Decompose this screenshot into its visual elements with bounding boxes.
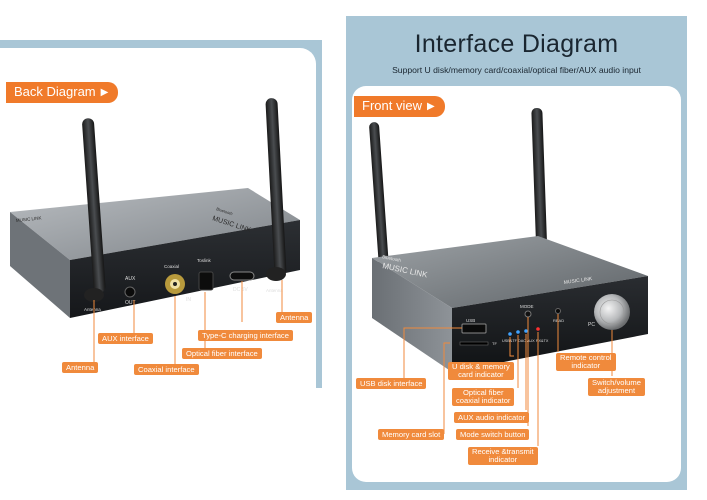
aux-label: AUX [125, 276, 136, 282]
tf-slot [459, 341, 489, 346]
toslink-label: Toslink [197, 258, 212, 263]
callout-coaxial: Coaxial interface [134, 364, 199, 375]
toslink-port [198, 271, 214, 291]
page-title: Interface Diagram [414, 30, 619, 58]
callout-antenna-left: Antenna [62, 362, 99, 373]
play-arrow-icon: ▶ [100, 87, 109, 98]
callout-rxtx-indicator: Receive &transmit indicator [468, 447, 538, 465]
callout-optical-line2: coaxial indicator [456, 396, 511, 405]
callout-udisk-indicator: U disk & memory card indicator [448, 362, 514, 380]
callout-rxtx-line1: Receive &transmit [472, 447, 534, 456]
volume-knob [594, 294, 630, 330]
front-view-card: MUSIC LINK Bluetooth MUSIC LINK USB TF U… [352, 86, 681, 482]
back-diagram-panel: MUSIC LINK Bluetooth MUSIC LINK AUX OUT … [0, 40, 322, 388]
antenna-right [265, 98, 287, 276]
callout-udisk-line1: U disk & memory [452, 362, 510, 371]
device-side-brand-text: MUSIC LINK [16, 215, 42, 223]
callout-usb-disk: USB disk interface [356, 378, 427, 389]
aux-jack [124, 286, 136, 298]
antenna-left-device-label: Antenna [84, 307, 101, 312]
callout-mode-button: Mode switch button [456, 429, 530, 440]
knob-device-label: PC [588, 322, 595, 328]
back-diagram-tag: Back Diagram ▶ [6, 82, 119, 103]
callout-switch-volume: Switch/volume adjustment [588, 378, 645, 396]
mode-device-label: MODE [520, 304, 534, 309]
out-label: OUT [125, 300, 136, 306]
interface-diagram-panel: Interface Diagram Support U disk/memory … [346, 16, 687, 490]
page-subtitle: Support U disk/memory card/coaxial/optic… [392, 65, 641, 75]
antenna-right-base [266, 267, 286, 281]
back-diagram-card: MUSIC LINK Bluetooth MUSIC LINK AUX OUT … [0, 48, 316, 388]
antenna-right-device-label: Antenna [266, 288, 283, 293]
front-device-illustration: MUSIC LINK Bluetooth MUSIC LINK USB TF U… [369, 108, 648, 446]
callout-memory-slot: Memory card slot [378, 429, 445, 440]
front-device-top [372, 236, 648, 308]
callout-rxtx-line2: indicator [488, 455, 518, 464]
callout-aux: AUX interface [98, 333, 153, 344]
back-diagram-tag-label: Back Diagram [14, 84, 96, 99]
back-device-illustration: MUSIC LINK Bluetooth MUSIC LINK AUX OUT … [10, 98, 300, 370]
callout-switch-line1: Switch/volume [592, 378, 641, 387]
front-brand-small-text: Bluetooth [382, 254, 402, 263]
read-device-label: READ [553, 318, 564, 323]
front-view-tag: Front view ▶ [354, 96, 445, 117]
callout-remote-line2: indicator [571, 361, 601, 370]
front-side-brand-text: MUSIC LINK [563, 276, 593, 286]
antenna-left [82, 118, 106, 293]
led-usb-tf [508, 332, 512, 336]
front-leader-lines [403, 314, 613, 446]
in-label: IN [186, 297, 191, 303]
type-c-port [229, 271, 255, 281]
led-rx-tx [536, 327, 540, 331]
callout-type-c: Type-C charging interface [198, 330, 293, 341]
callout-switch-line2: adjustment [597, 386, 636, 395]
front-antenna-right [531, 108, 548, 258]
mode-button [524, 310, 532, 318]
callout-antenna-right: Antenna [276, 312, 313, 323]
device-left-side [10, 212, 70, 318]
play-arrow-icon: ▶ [426, 101, 435, 112]
led-labels-text: USB&TF DAC AUX RX&TX [502, 339, 549, 343]
antenna-left-base [84, 288, 104, 302]
callout-optical-indicator: Optical fiber coaxial indicator [452, 388, 515, 406]
led-aux [524, 329, 528, 333]
usb-port [461, 323, 487, 334]
front-view-tag-label: Front view [362, 98, 422, 113]
device-brand-small-text: Bluetooth [216, 206, 234, 216]
device-top-face [10, 188, 300, 260]
tf-device-label: TF [492, 341, 497, 346]
callout-aux-indicator: AUX audio indicator [454, 412, 530, 423]
led-dac [516, 330, 520, 334]
usb-device-label: USB [466, 318, 475, 323]
front-antenna-left [369, 122, 389, 272]
callout-optical-line1: Optical fiber [462, 388, 504, 397]
dc-label: DC 5V [233, 287, 248, 293]
coaxial-label: Coaxial [164, 264, 179, 269]
callout-optical: Optical fiber interface [182, 348, 262, 359]
callout-remote-indicator: Remote control indicator [556, 353, 616, 371]
remote-indicator [555, 308, 561, 314]
callout-remote-line1: Remote control [560, 353, 612, 362]
callout-udisk-line2: card indicator [458, 370, 504, 379]
front-device-side [372, 258, 452, 372]
